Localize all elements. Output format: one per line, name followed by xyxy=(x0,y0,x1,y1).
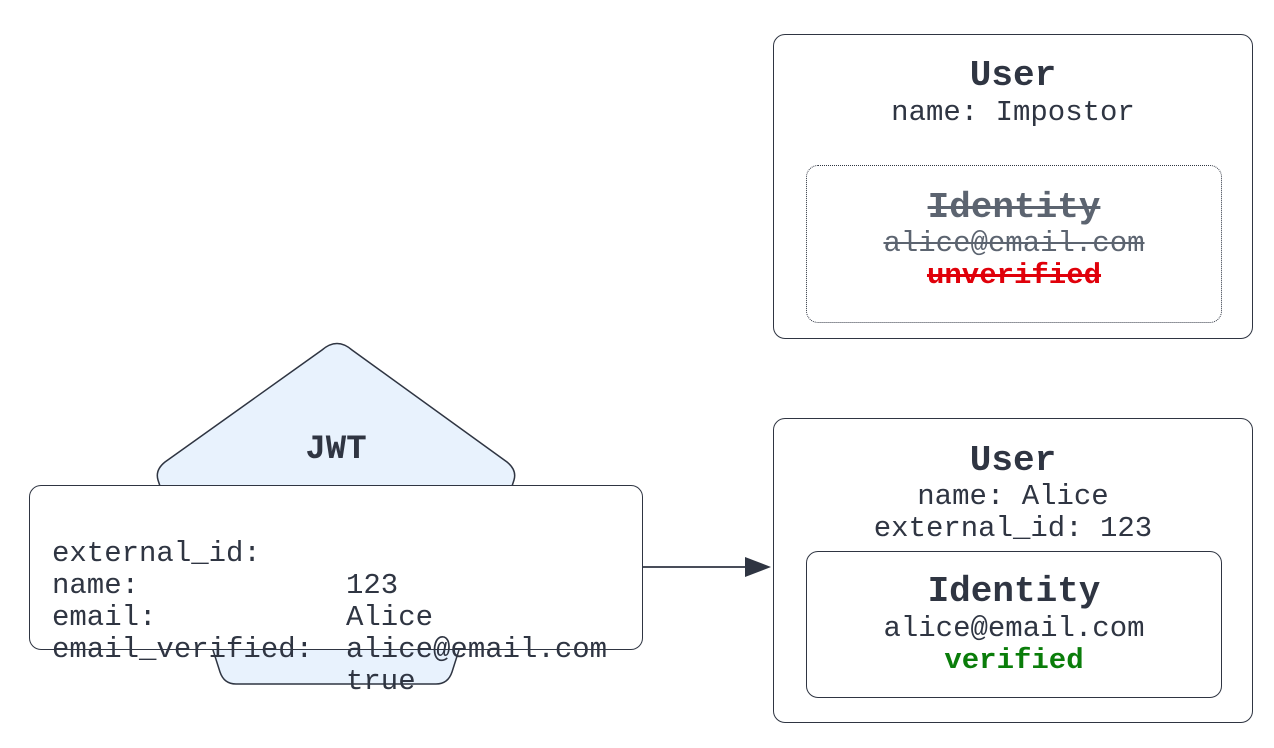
jwt-claim-key: external_id: xyxy=(52,537,261,570)
jwt-claim-key: email: xyxy=(52,601,157,634)
alice-identity-title: Identity xyxy=(927,571,1101,612)
jwt-claim-value: Alice xyxy=(346,601,434,634)
alice-user-title: User xyxy=(969,440,1057,481)
jwt-claim-row: external_id: 123 xyxy=(52,506,398,634)
impostor-user-box: User name: Impostor Identity alice@email… xyxy=(773,34,1253,339)
impostor-identity-title: Identity xyxy=(927,187,1101,228)
jwt-claim-row: email: alice@email.com xyxy=(52,570,607,698)
alice-user-box: User name: Alice external_id: 123 Identi… xyxy=(773,418,1253,723)
alice-identity-box: Identity alice@email.com verified xyxy=(806,551,1222,698)
jwt-claim-key: email_verified: xyxy=(52,633,314,666)
alice-user-name: name: Alice xyxy=(917,480,1109,513)
alice-user-external-id: external_id: 123 xyxy=(873,512,1153,545)
jwt-claim-key: name: xyxy=(52,569,140,602)
jwt-claim-value: alice@email.com xyxy=(346,633,608,666)
impostor-identity-box: Identity alice@email.com unverified xyxy=(806,165,1222,323)
jwt-claim-value: 123 xyxy=(346,569,399,602)
alice-identity-status: verified xyxy=(944,644,1084,677)
impostor-identity-email: alice@email.com xyxy=(883,227,1145,260)
alice-identity-email: alice@email.com xyxy=(883,612,1145,645)
impostor-user-title: User xyxy=(969,55,1057,96)
jwt-claim-row: name: Alice xyxy=(52,538,433,666)
jwt-claim-value: true xyxy=(346,665,416,698)
jwt-claims-box: external_id: 123 name: Alice email: alic… xyxy=(29,485,643,698)
jwt-title: JWT xyxy=(305,431,367,469)
impostor-user-name: name: Impostor xyxy=(891,96,1135,129)
connector-arrow-head xyxy=(745,557,771,577)
jwt-claim-row: email_verified: true xyxy=(52,602,416,730)
impostor-identity-status: unverified xyxy=(926,259,1102,292)
